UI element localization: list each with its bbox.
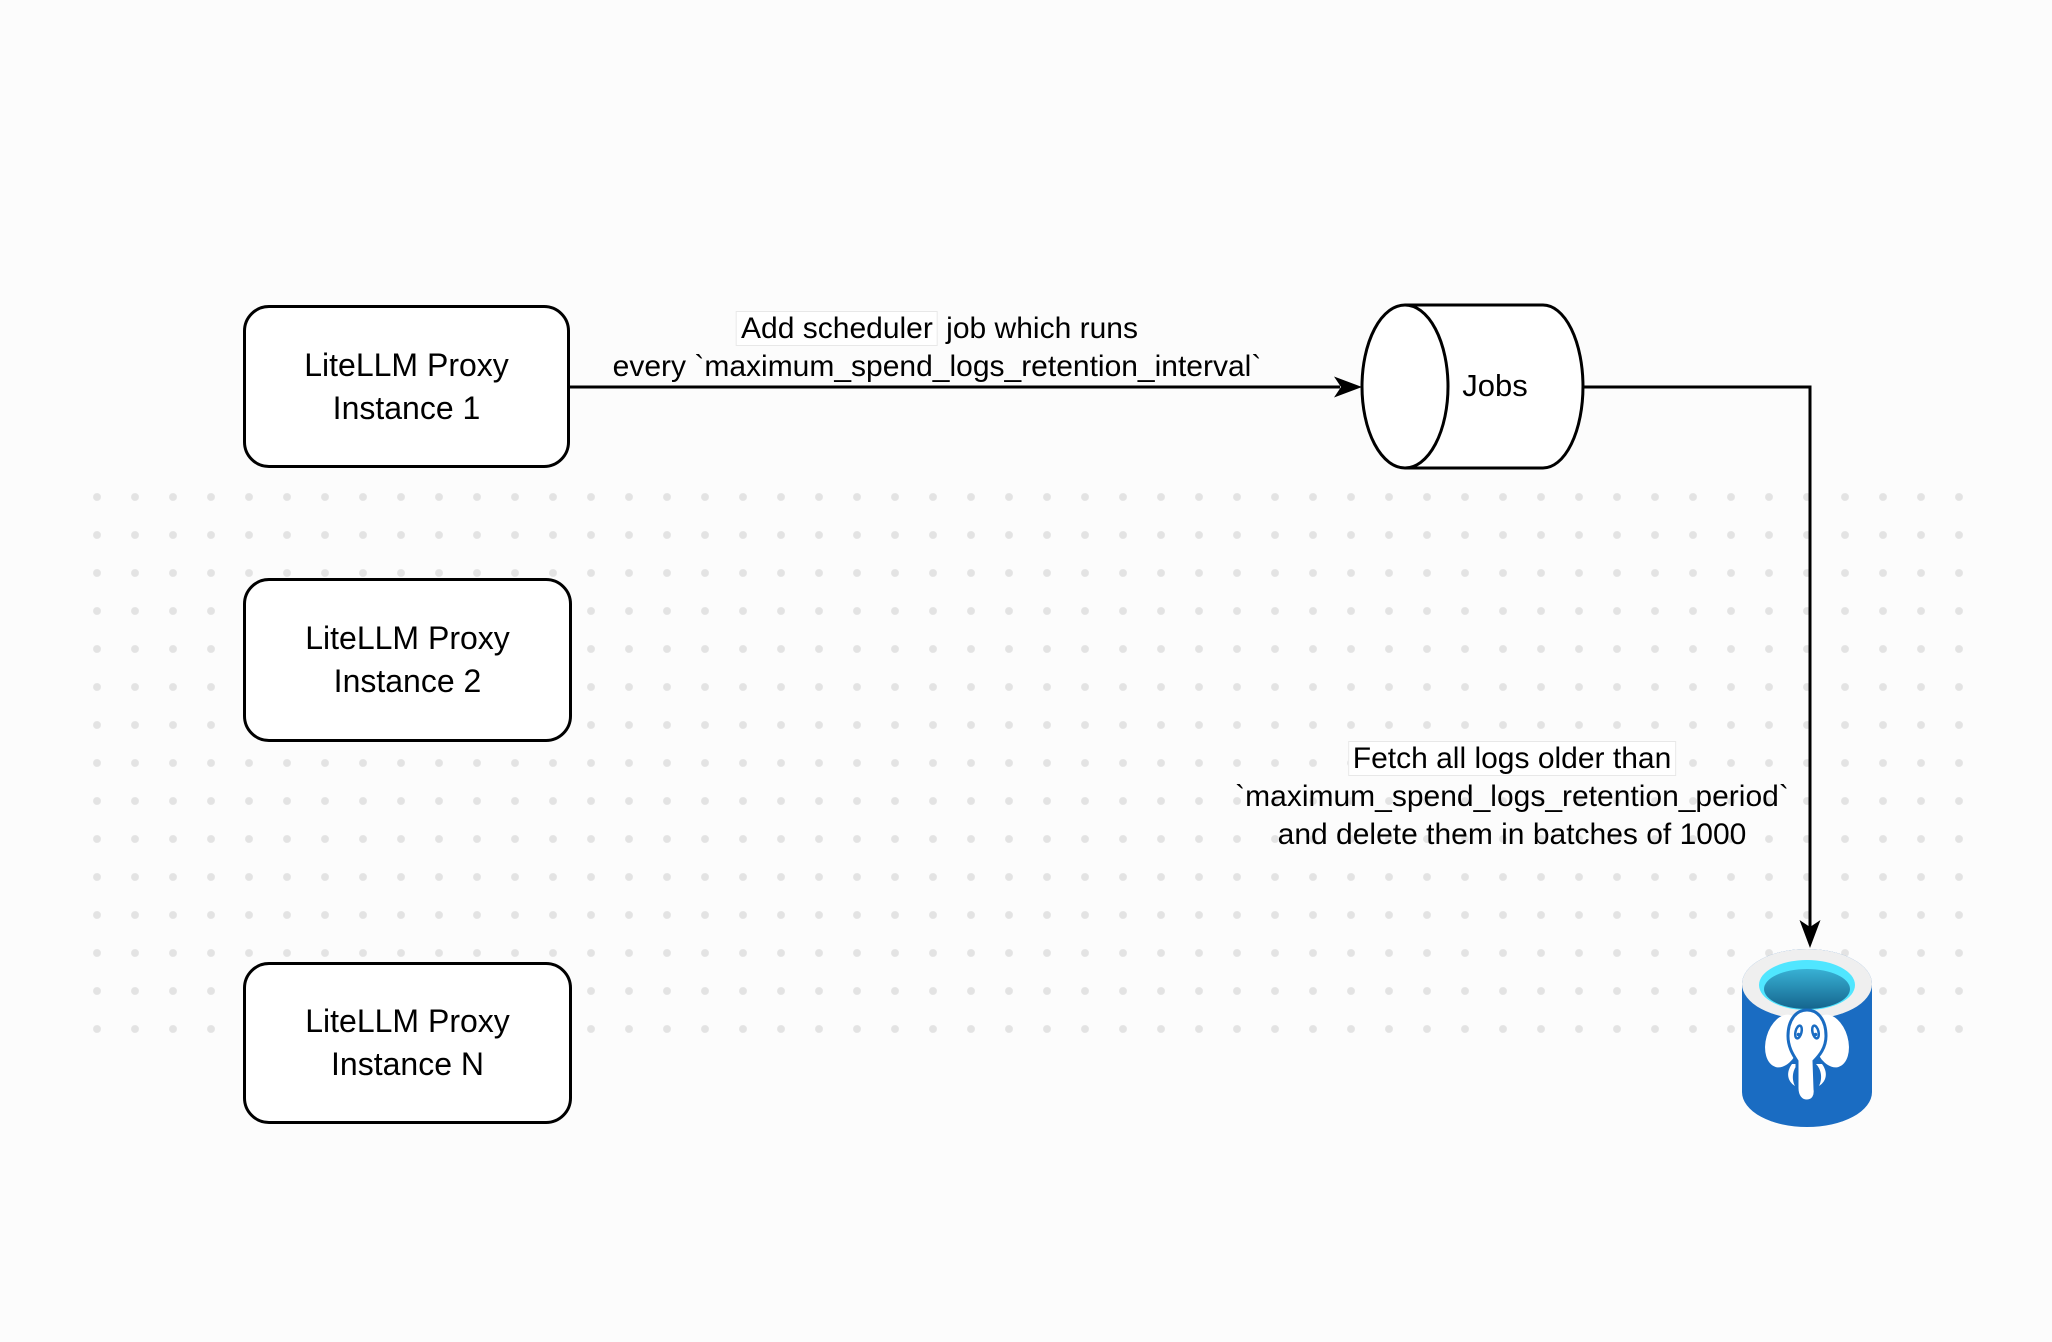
- edge-label-boxed-text: Add scheduler: [736, 311, 938, 346]
- edge-label-text: job which runs: [937, 312, 1138, 345]
- edge-fetch-delete-line: [1583, 385, 1812, 927]
- postgresql-database-icon: [1742, 949, 1872, 1127]
- edge-add-scheduler-arrowhead: [1334, 376, 1362, 398]
- node-label-line1: LiteLLM Proxy: [305, 1003, 510, 1039]
- edge-label-line: `maximum_spend_logs_retention_period`: [1235, 780, 1789, 813]
- node-label-line1: LiteLLM Proxy: [304, 346, 509, 383]
- edge-label-fetch-delete: Fetch all logs older than `maximum_spend…: [1235, 740, 1789, 854]
- node-label-line1: LiteLLM Proxy: [305, 620, 510, 656]
- edge-fetch-delete-arrowhead: [1799, 920, 1821, 948]
- edge-label-line: and delete them in batches of 1000: [1277, 818, 1747, 851]
- edge-label-boxed-text: Fetch all logs older than: [1347, 741, 1677, 776]
- jobs-queue-label: Jobs: [1462, 368, 1528, 403]
- node-label-line2: Instance 2: [333, 663, 482, 699]
- edge-label-line: Add scheduler job which runs: [613, 310, 1262, 348]
- node-litellm-proxy-instance-n: LiteLLM Proxy Instance N: [243, 962, 572, 1124]
- edge-label-add-scheduler: Add scheduler job which runs every `maxi…: [612, 310, 1262, 386]
- edge-label-line: every `maximum_spend_logs_retention_inte…: [612, 350, 1262, 383]
- node-litellm-proxy-instance-2: LiteLLM Proxy Instance 2: [243, 578, 572, 742]
- node-litellm-proxy-instance-1: LiteLLM Proxy Instance 1: [243, 305, 570, 468]
- jobs-queue-cylinder: [1360, 303, 1585, 470]
- node-label-line2: Instance 1: [332, 389, 481, 426]
- edge-label-line: Fetch all logs older than: [1235, 740, 1789, 778]
- node-label-line2: Instance N: [331, 1046, 484, 1082]
- db-cylinder-liquid: [1764, 969, 1850, 1009]
- postgres-elephant: [1765, 1008, 1849, 1103]
